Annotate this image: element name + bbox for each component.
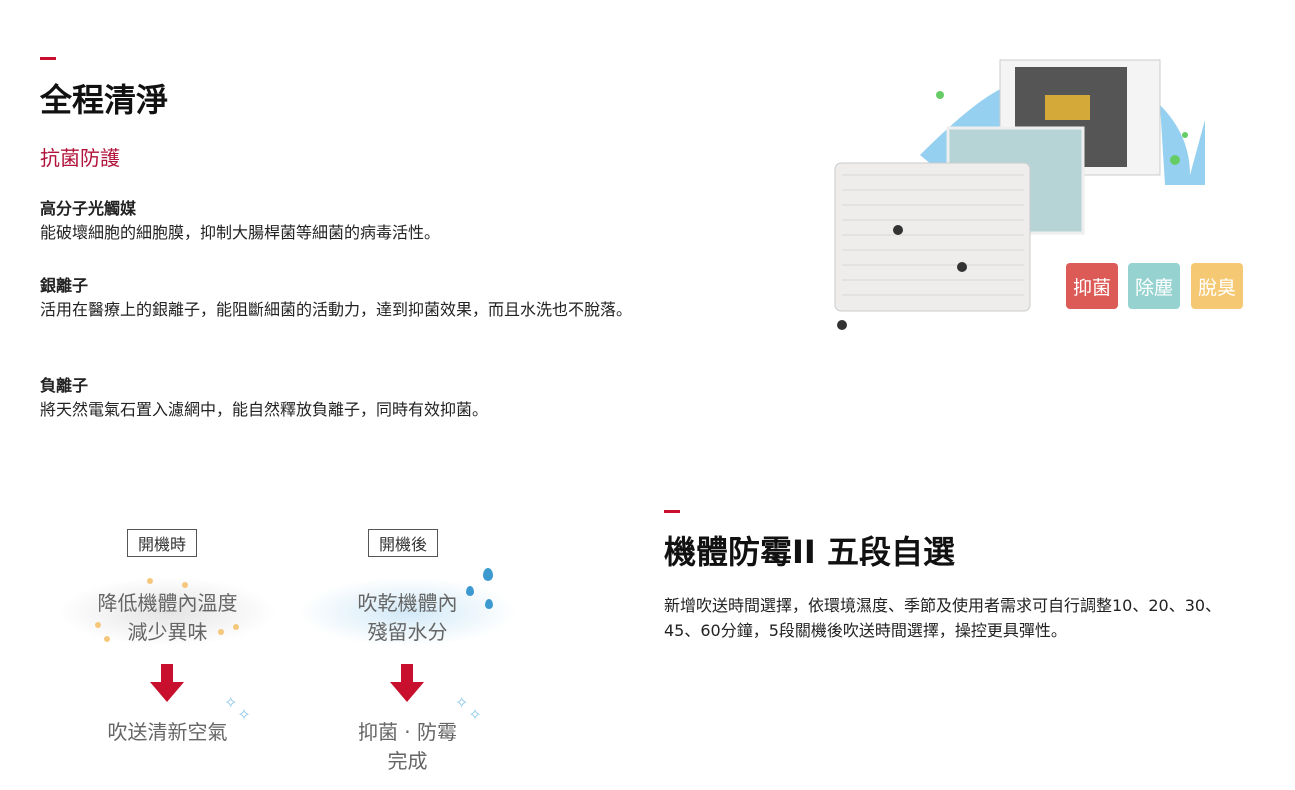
feature-desc: 活用在醫療上的銀離子，能阻斷細菌的活動力，達到抑菌效果，而且水洗也不脫落。 [40, 300, 633, 319]
text-line1: 降低機體內溫度 [97, 591, 238, 615]
label-after-start: 開機後 [368, 529, 439, 557]
label-on-start: 開機時 [127, 529, 198, 557]
dot-decoration [104, 636, 110, 642]
sparkle-icon: ✧✧ [224, 693, 251, 724]
tag-dust-removal: 除塵 [1128, 263, 1180, 309]
dot-decoration [182, 582, 188, 588]
feature-desc: 將天然電氣石置入濾網中，能自然釋放負離子，同時有效抑菌。 [40, 400, 489, 419]
glow-grey [60, 578, 275, 646]
accent-bar [664, 510, 680, 513]
dot-decoration [233, 624, 239, 630]
text-line2: 減少異味 [127, 620, 208, 644]
arrow-down-icon [150, 664, 184, 702]
text-line1: 吹乾機體內 [357, 591, 458, 615]
glow-blue [300, 578, 515, 646]
feature-title: 高分子光觸媒 [40, 199, 137, 218]
section-desc: 新增吹送時間選擇，依環境濕度、季節及使用者需求可自行調整10、20、30、45、… [664, 596, 1222, 640]
tag-deodorize: 脫臭 [1191, 263, 1243, 309]
feature-photocatalyst: 高分子光觸媒 能破壞細胞的細胞膜，抑制大腸桿菌等細菌的病毒活性。 [40, 197, 640, 245]
section-subtitle: 抗菌防護 [40, 146, 120, 170]
dot-decoration [147, 578, 153, 584]
text-line2: 殘留水分 [367, 620, 448, 644]
water-drop-icon [485, 599, 493, 609]
water-drop-icon [483, 568, 493, 581]
feature-silver-ion: 銀離子 活用在醫療上的銀離子，能阻斷細菌的活動力，達到抑菌效果，而且水洗也不脫落… [40, 274, 640, 322]
feature-title: 銀離子 [40, 276, 89, 295]
result-text: 吹送清新空氣 [107, 720, 228, 744]
arrow-down-icon [390, 664, 424, 702]
dot-decoration [95, 622, 101, 628]
feature-negative-ion: 負離子 將天然電氣石置入濾網中，能自然釋放負離子，同時有效抑菌。 [40, 374, 640, 422]
sparkle-icon: ✧✧ [455, 693, 482, 724]
feature-desc: 能破壞細胞的細胞膜，抑制大腸桿菌等細菌的病毒活性。 [40, 223, 441, 242]
water-drop-icon [466, 586, 474, 596]
section-title: 全程清淨 [40, 81, 169, 119]
section-title: 機體防霉II 五段自選 [664, 533, 955, 571]
tag-antibacterial: 抑菌 [1066, 263, 1118, 309]
accent-bar [40, 57, 56, 60]
dot-decoration [218, 629, 224, 635]
feature-title: 負離子 [40, 376, 89, 395]
result-text-1: 抑菌 · 防霉 [357, 720, 458, 744]
result-text-2: 完成 [387, 749, 428, 773]
